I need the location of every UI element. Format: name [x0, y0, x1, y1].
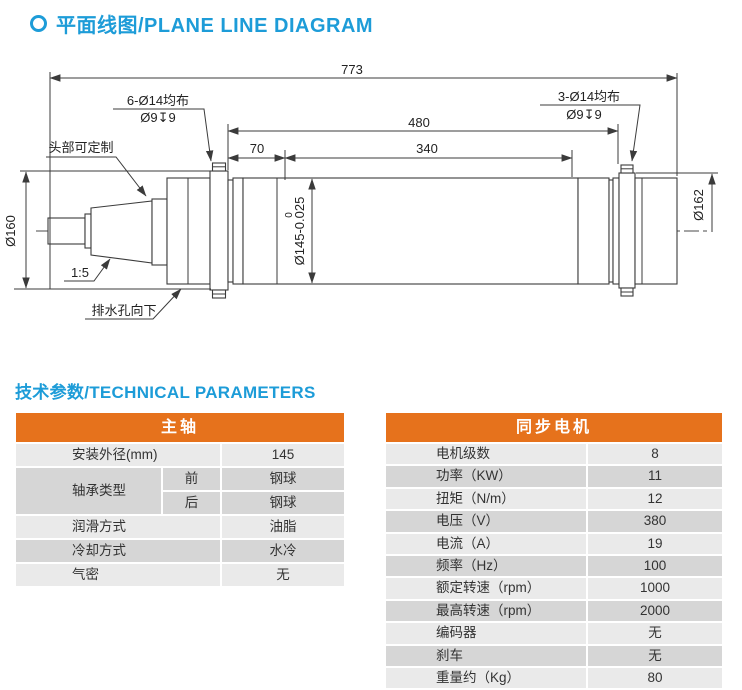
front-flange	[209, 170, 229, 291]
spindle-table: 主轴 安装外径(mm) 145 轴承类型 前 钢球 后 钢球 润滑方式 油脂	[16, 413, 344, 586]
main-body	[242, 177, 579, 285]
row-value: 钢球	[222, 468, 344, 490]
dim-dia-162: Ø162	[691, 189, 706, 221]
row-value: 油脂	[222, 516, 344, 538]
dim-dia-145-tolerance: Ø145-0.025	[292, 197, 307, 266]
spindle-table-header: 主轴	[16, 413, 344, 442]
row-label: 润滑方式	[16, 516, 220, 538]
table-row: 电流（A） 19	[386, 533, 722, 554]
row-value: 380	[588, 511, 722, 532]
table-row: 编码器 无	[386, 623, 722, 644]
table-row: 扭矩（N/m） 12	[386, 488, 722, 510]
row-value: 2000	[588, 600, 722, 622]
dim-overall-length: 773	[341, 62, 363, 77]
dimension-lines	[22, 74, 716, 289]
page-title-text: 平面线图/PLANE LINE DIAGRAM	[56, 15, 374, 37]
motor-table: 同步电机 电机级数 8 功率（KW） 11 扭矩（N/m） 12 电压（V） 3…	[386, 413, 722, 689]
table-row: 后 钢球	[163, 492, 344, 514]
dim-dia-145-upper-tol: 0	[284, 212, 295, 218]
table-row: 电压（V） 380	[386, 511, 722, 532]
table-row: 频率（Hz） 100	[386, 555, 722, 577]
row-label: 最高转速（rpm）	[386, 600, 586, 622]
callout-front-holes-detail: Ø9↧9	[140, 110, 175, 125]
row-value: 19	[588, 533, 722, 554]
dim-480: 480	[408, 115, 430, 130]
table-row: 气密 无	[16, 564, 344, 586]
circle-bullet-icon	[30, 15, 47, 32]
row-label: 气密	[16, 564, 220, 586]
row-value: 水冷	[222, 540, 344, 562]
row-label: 电机级数	[386, 444, 586, 465]
row-sublabel: 前	[163, 468, 220, 490]
row-value: 80	[588, 667, 722, 689]
bearing-type-group: 轴承类型 前 钢球 后 钢球	[16, 468, 344, 514]
row-sublabel: 后	[163, 492, 220, 514]
dim-dia-160: Ø160	[3, 215, 18, 247]
row-label: 扭矩（N/m）	[386, 488, 586, 510]
table-row: 润滑方式 油脂	[16, 516, 344, 538]
table-row: 电机级数 8	[386, 444, 722, 465]
leader-lines	[46, 104, 641, 320]
table-row: 前 钢球	[163, 468, 344, 490]
callout-rear-holes: 3-Ø14均布	[558, 89, 620, 104]
callout-head-note: 头部可定制	[48, 140, 113, 155]
callout-taper: 1:5	[71, 265, 89, 280]
row-value: 100	[588, 555, 722, 577]
row-label: 冷却方式	[16, 540, 220, 562]
row-value: 11	[588, 466, 722, 487]
row-label: 安装外径(mm)	[16, 444, 220, 466]
row-value: 无	[588, 623, 722, 644]
page-title: 平面线图/PLANE LINE DIAGRAM	[30, 9, 373, 38]
row-value: 1000	[588, 578, 722, 599]
motor-table-header: 同步电机	[386, 413, 722, 442]
row-value: 12	[588, 488, 722, 510]
row-label: 电压（V）	[386, 511, 586, 532]
row-value: 无	[222, 564, 344, 586]
row-label: 额定转速（rpm）	[386, 578, 586, 599]
callout-rear-holes-detail: Ø9↧9	[566, 107, 601, 122]
row-label: 频率（Hz）	[386, 555, 586, 577]
row-value: 无	[588, 645, 722, 666]
section-title: 技术参数/TECHNICAL PARAMETERS	[15, 383, 316, 402]
plane-line-diagram: 773 480 70 340 Ø160 Ø162 Ø145-0.025 0 6-…	[3, 62, 718, 320]
table-row: 最高转速（rpm） 2000	[386, 600, 722, 622]
row-label: 电流（A）	[386, 533, 586, 554]
table-row: 安装外径(mm) 145	[16, 444, 344, 466]
row-label: 轴承类型	[16, 468, 161, 514]
row-label: 重量约（Kg）	[386, 667, 586, 689]
callout-drain-note: 排水孔向下	[91, 303, 156, 318]
rear-housing	[634, 177, 678, 285]
row-value: 8	[588, 444, 722, 465]
table-row: 重量约（Kg） 80	[386, 667, 722, 689]
spindle-body-outline	[47, 162, 678, 299]
dim-340: 340	[416, 141, 438, 156]
row-label: 功率（KW）	[386, 466, 586, 487]
row-label: 刹车	[386, 645, 586, 666]
row-value: 145	[222, 444, 344, 466]
row-value: 钢球	[222, 492, 344, 514]
table-row: 冷却方式 水冷	[16, 540, 344, 562]
row-label: 编码器	[386, 623, 586, 644]
taper-cone	[90, 200, 153, 264]
rear-flange	[618, 172, 636, 289]
callout-front-holes: 6-Ø14均布	[127, 93, 189, 108]
table-row: 刹车 无	[386, 645, 722, 666]
table-row: 额定转速（rpm） 1000	[386, 578, 722, 599]
table-row: 功率（KW） 11	[386, 466, 722, 487]
dim-70: 70	[250, 141, 264, 156]
